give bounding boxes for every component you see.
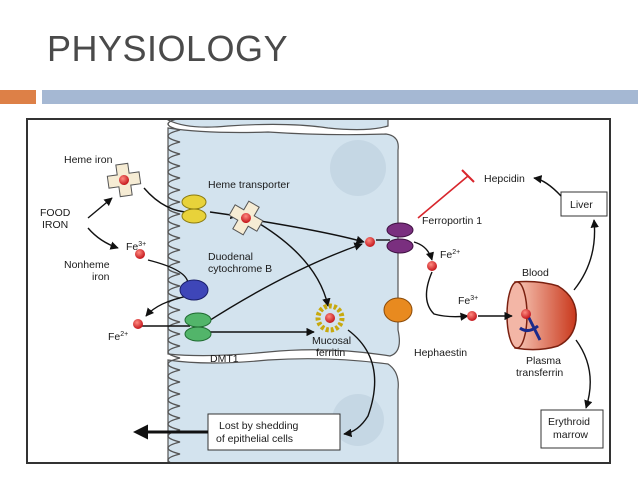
arrow-dmt1-to-fe-top [203, 242, 363, 325]
label-ferroportin: Ferroportin 1 [422, 215, 482, 227]
heme-iron-molecule-inside [228, 200, 264, 236]
iron-fe3-serosal [467, 311, 477, 321]
label-fe2-right: Fe2+ [440, 249, 460, 261]
blood-vessel [506, 280, 577, 351]
arrow-heme-to-ferritin [259, 223, 331, 307]
heme-iron-molecule-outside [106, 162, 142, 198]
iron-fe3-outside [135, 249, 145, 259]
slide-title: PHYSIOLOGY [47, 28, 289, 69]
title-accent-bar-orange [0, 90, 36, 104]
microvilli-brush-border [167, 120, 181, 462]
arrow-liver-to-hepcidin [533, 175, 562, 197]
arrow-ferroportin-to-fe2 [413, 241, 434, 261]
label-food-iron-line1: FOOD [40, 207, 71, 219]
label-hephaestin: Hephaestin [414, 347, 467, 359]
flow-arrows [87, 169, 599, 440]
iron-fe2-outside [133, 319, 143, 329]
diagram-canvas: Heme iron FOOD IRON Fe3+ Nonheme iron Fe… [40, 120, 608, 462]
label-fe3-left: Fe3+ [126, 241, 146, 253]
label-nonheme-line2: iron [92, 271, 110, 283]
label-heme-iron: Heme iron [64, 154, 113, 166]
erythroid-marrow-box [540, 409, 604, 449]
title-accent-bar-blue [42, 90, 638, 104]
arrow-blood-to-liver [573, 219, 599, 291]
plasma-transferrin-molecule [519, 315, 542, 341]
hephaestin-protein [383, 297, 413, 323]
label-hepcidin: Hepcidin [484, 173, 525, 185]
label-plasma-line2: transferrin [516, 367, 563, 379]
duodenal-cytochrome-b-protein [179, 279, 209, 301]
iron-fe2-basolateral [427, 261, 437, 271]
cell-nucleus-top [330, 140, 386, 196]
mucosal-ferritin-cluster [315, 303, 345, 333]
label-plasma-line1: Plasma [526, 355, 561, 367]
dmt1-protein [184, 312, 212, 342]
arrow-fe2-to-fe3 [425, 271, 469, 321]
arrow-food-to-heme [87, 197, 113, 219]
label-duodenal-line1: Duodenal [208, 251, 253, 263]
label-lost-line2: of epithelial cells [216, 433, 293, 445]
label-fe2-left: Fe2+ [108, 331, 128, 343]
label-erythroid-line2: marrow [553, 429, 588, 441]
arrow-heme-to-fe [253, 219, 365, 245]
iron-ions [133, 237, 531, 329]
lost-by-shedding-box [207, 413, 341, 451]
label-food-iron-line2: IRON [42, 219, 68, 231]
label-erythroid-line1: Erythroid [548, 416, 590, 428]
arrow-ferritin-to-lost [343, 329, 376, 438]
label-mucosal-line2: ferritin [316, 347, 345, 359]
arrow-blood-to-marrow [575, 339, 593, 409]
label-dmt1: DMT1 [210, 353, 239, 365]
iron-absorption-diagram: Heme iron FOOD IRON Fe3+ Nonheme iron Fe… [26, 118, 611, 464]
hepcidin-inhibition [417, 175, 469, 219]
heme-transporter-protein [181, 194, 207, 224]
epithelial-cell-top [167, 120, 389, 131]
label-lost-line1: Lost by shedding [219, 420, 299, 432]
label-mucosal-line1: Mucosal [312, 335, 351, 347]
label-liver: Liver [570, 199, 593, 211]
ferroportin-protein [386, 222, 414, 254]
arrow-food-to-nonheme [87, 227, 119, 250]
label-heme-transporter: Heme transporter [208, 179, 290, 191]
label-nonheme-line1: Nonheme [64, 259, 110, 271]
label-duodenal-line2: cytochrome B [208, 263, 272, 275]
label-blood: Blood [522, 267, 549, 279]
liver-box [560, 191, 608, 217]
iron-on-transferrin [521, 309, 531, 319]
iron-fe-cytoplasm [365, 237, 375, 247]
label-fe3-right: Fe3+ [458, 295, 478, 307]
arrow-cytochrome-to-fe2 [145, 295, 189, 317]
